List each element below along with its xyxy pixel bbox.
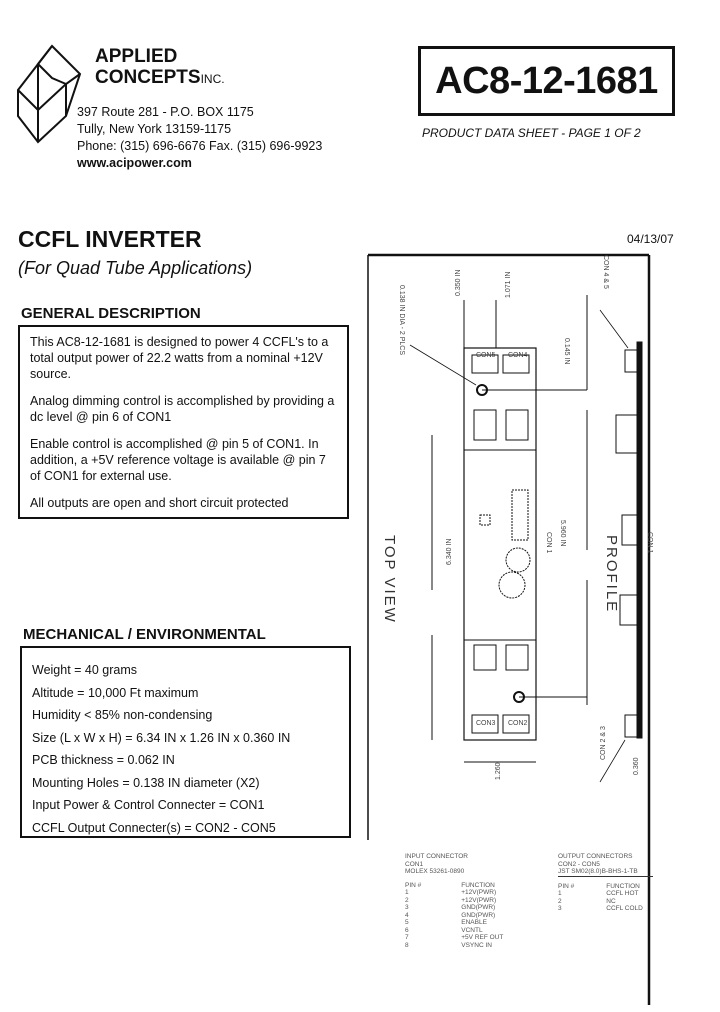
table-title: MOLEX 53261-0890 [405, 868, 465, 875]
pin: 6 [405, 926, 409, 934]
pin: 3 [558, 905, 562, 912]
dimension-label: 0.145 IN [563, 338, 570, 365]
pin: 2 [405, 896, 409, 904]
con1-profile-label: CON 1 [646, 532, 653, 554]
mech-item: Humidity < 85% non-condensing [32, 708, 213, 722]
mech-item: Altitude = 10,000 Ft maximum [32, 685, 199, 700]
pin: 8 [405, 941, 409, 949]
dimension-label: 1.071 IN [505, 271, 512, 298]
length-dimension-label: 6.340 IN [446, 538, 453, 565]
phone-fax: Phone: (315) 696-6676 Fax. (315) 696-992… [77, 139, 323, 153]
address-line2: Tully, New York 13159-1175 [77, 122, 232, 136]
pcb-top-view [463, 347, 537, 741]
function: +12V(PWR) [461, 889, 497, 896]
con1-label: CON 1 [545, 532, 552, 554]
document-date: 04/13/07 [627, 232, 674, 246]
general-description-box: This AC8-12-1681 is designed to power 4 … [18, 325, 349, 519]
sheet-label: PRODUCT DATA SHEET - PAGE 1 OF 2 [422, 126, 641, 140]
company-suffix: INC. [200, 72, 225, 86]
pin: 4 [405, 911, 409, 919]
table-row: 2 NC [558, 898, 653, 906]
table-row: 6 VCNTL [405, 927, 513, 935]
input-connector-table: INPUT CONNECTOR CON1 MOLEX 53261-0890 PI… [405, 853, 513, 949]
table-title: OUTPUT CONNECTORS [558, 853, 633, 860]
con45-label: CON 4 & 5 [602, 255, 609, 289]
top-view-label: TOP VIEW [381, 535, 398, 624]
mechanical-box: Weight = 40 grams Altitude = 10,000 Ft m… [20, 646, 351, 838]
function: GND(PWR) [461, 911, 496, 919]
con3-label: CON3 [476, 720, 496, 727]
company-name-line1: APPLIED [95, 46, 178, 67]
table-row: 1 +12V(PWR) [405, 889, 513, 897]
company-name-line2: CONCEPTSINC. [95, 67, 225, 90]
mechanical-drawing [367, 253, 651, 1005]
function: ENABLE [461, 919, 487, 926]
function: VSYNC IN [461, 941, 492, 949]
con5-label: CON5 [476, 352, 496, 359]
table-title: INPUT CONNECTOR [405, 853, 468, 860]
table-row: 2 +12V(PWR) [405, 897, 513, 905]
column-header: PIN # [558, 882, 575, 890]
con2-label: CON2 [508, 720, 528, 727]
height-dimension-label: 0.360 [633, 757, 640, 775]
table-row: 7 +5V REF OUT [405, 934, 513, 942]
function: VCNTL [461, 926, 483, 934]
description-paragraph: Enable control is accomplished @ pin 5 o… [30, 437, 326, 483]
pin: 1 [405, 889, 409, 896]
page-subtitle: (For Quad Tube Applications) [18, 258, 253, 278]
table-row: 8 VSYNC IN [405, 942, 513, 950]
column-header: FUNCTION [606, 882, 640, 890]
hole-spacing-label: 5.960 IN [559, 520, 566, 547]
description-paragraph: All outputs are open and short circuit p… [30, 496, 289, 510]
pin: 3 [405, 904, 409, 911]
table-title: JST SM02(8.0)B-BHS-1-TB [558, 868, 653, 877]
pin: 2 [558, 897, 562, 905]
table-row: 1 CCFL HOT [558, 890, 653, 898]
company-logo [17, 44, 82, 144]
con23-label: CON 2 & 3 [600, 726, 607, 760]
profile-label: PROFILE [603, 535, 620, 614]
table-row: 3 CCFL COLD [558, 905, 653, 913]
function: +5V REF OUT [461, 934, 504, 941]
company-name: CONCEPTS [95, 67, 201, 88]
part-number-box: AC8-12-1681 [418, 46, 675, 116]
part-number: AC8-12-1681 [435, 60, 658, 102]
mech-item: Input Power & Control Connecter = CON1 [32, 798, 265, 812]
column-header: FUNCTION [461, 881, 495, 889]
dimension-label: 0.350 IN [455, 269, 462, 296]
pin: 5 [405, 919, 409, 926]
mechanical-heading: MECHANICAL / ENVIRONMENTAL [23, 626, 266, 643]
mech-item: Size (L x W x H) = 6.34 IN x 1.26 IN x 0… [32, 730, 291, 745]
pin: 1 [558, 890, 562, 897]
page-title: CCFL INVERTER [18, 226, 202, 252]
mech-item: Weight = 40 grams [32, 663, 138, 677]
con4-label: CON4 [508, 352, 528, 359]
table-row: 4 GND(PWR) [405, 912, 513, 920]
table-row: 5 ENABLE [405, 919, 513, 927]
width-dimension-label: 1.260 [495, 762, 502, 780]
column-header: PIN # [405, 881, 422, 889]
function: CCFL COLD [606, 905, 643, 912]
output-connector-table: OUTPUT CONNECTORS CON2 - CON5 JST SM02(8… [558, 853, 653, 913]
function: GND(PWR) [461, 904, 496, 911]
general-description-heading: GENERAL DESCRIPTION [21, 305, 201, 322]
function: +12V(PWR) [461, 896, 497, 904]
hole-dimension-label: 0.138 IN DIA - 2 PLCS [398, 285, 405, 356]
mech-item: PCB thickness = 0.062 IN [32, 753, 175, 767]
mech-item: Mounting Holes = 0.138 IN diameter (X2) [32, 775, 260, 790]
website: www.acipower.com [77, 156, 192, 170]
description-paragraph: Analog dimming control is accomplished b… [30, 394, 335, 424]
pcb-profile [636, 341, 643, 739]
mech-item: CCFL Output Connecter(s) = CON2 - CON5 [32, 820, 276, 835]
pin: 7 [405, 934, 409, 941]
table-title: CON1 [405, 860, 424, 868]
table-row: 3 GND(PWR) [405, 904, 513, 912]
function: NC [606, 897, 616, 905]
company-address: 397 Route 281 - P.O. BOX 1175 Tully, New… [77, 104, 322, 172]
function: CCFL HOT [606, 890, 639, 897]
description-paragraph: This AC8-12-1681 is designed to power 4 … [30, 335, 329, 381]
address-line1: 397 Route 281 - P.O. BOX 1175 [77, 105, 254, 119]
table-title: CON2 - CON5 [558, 860, 600, 868]
